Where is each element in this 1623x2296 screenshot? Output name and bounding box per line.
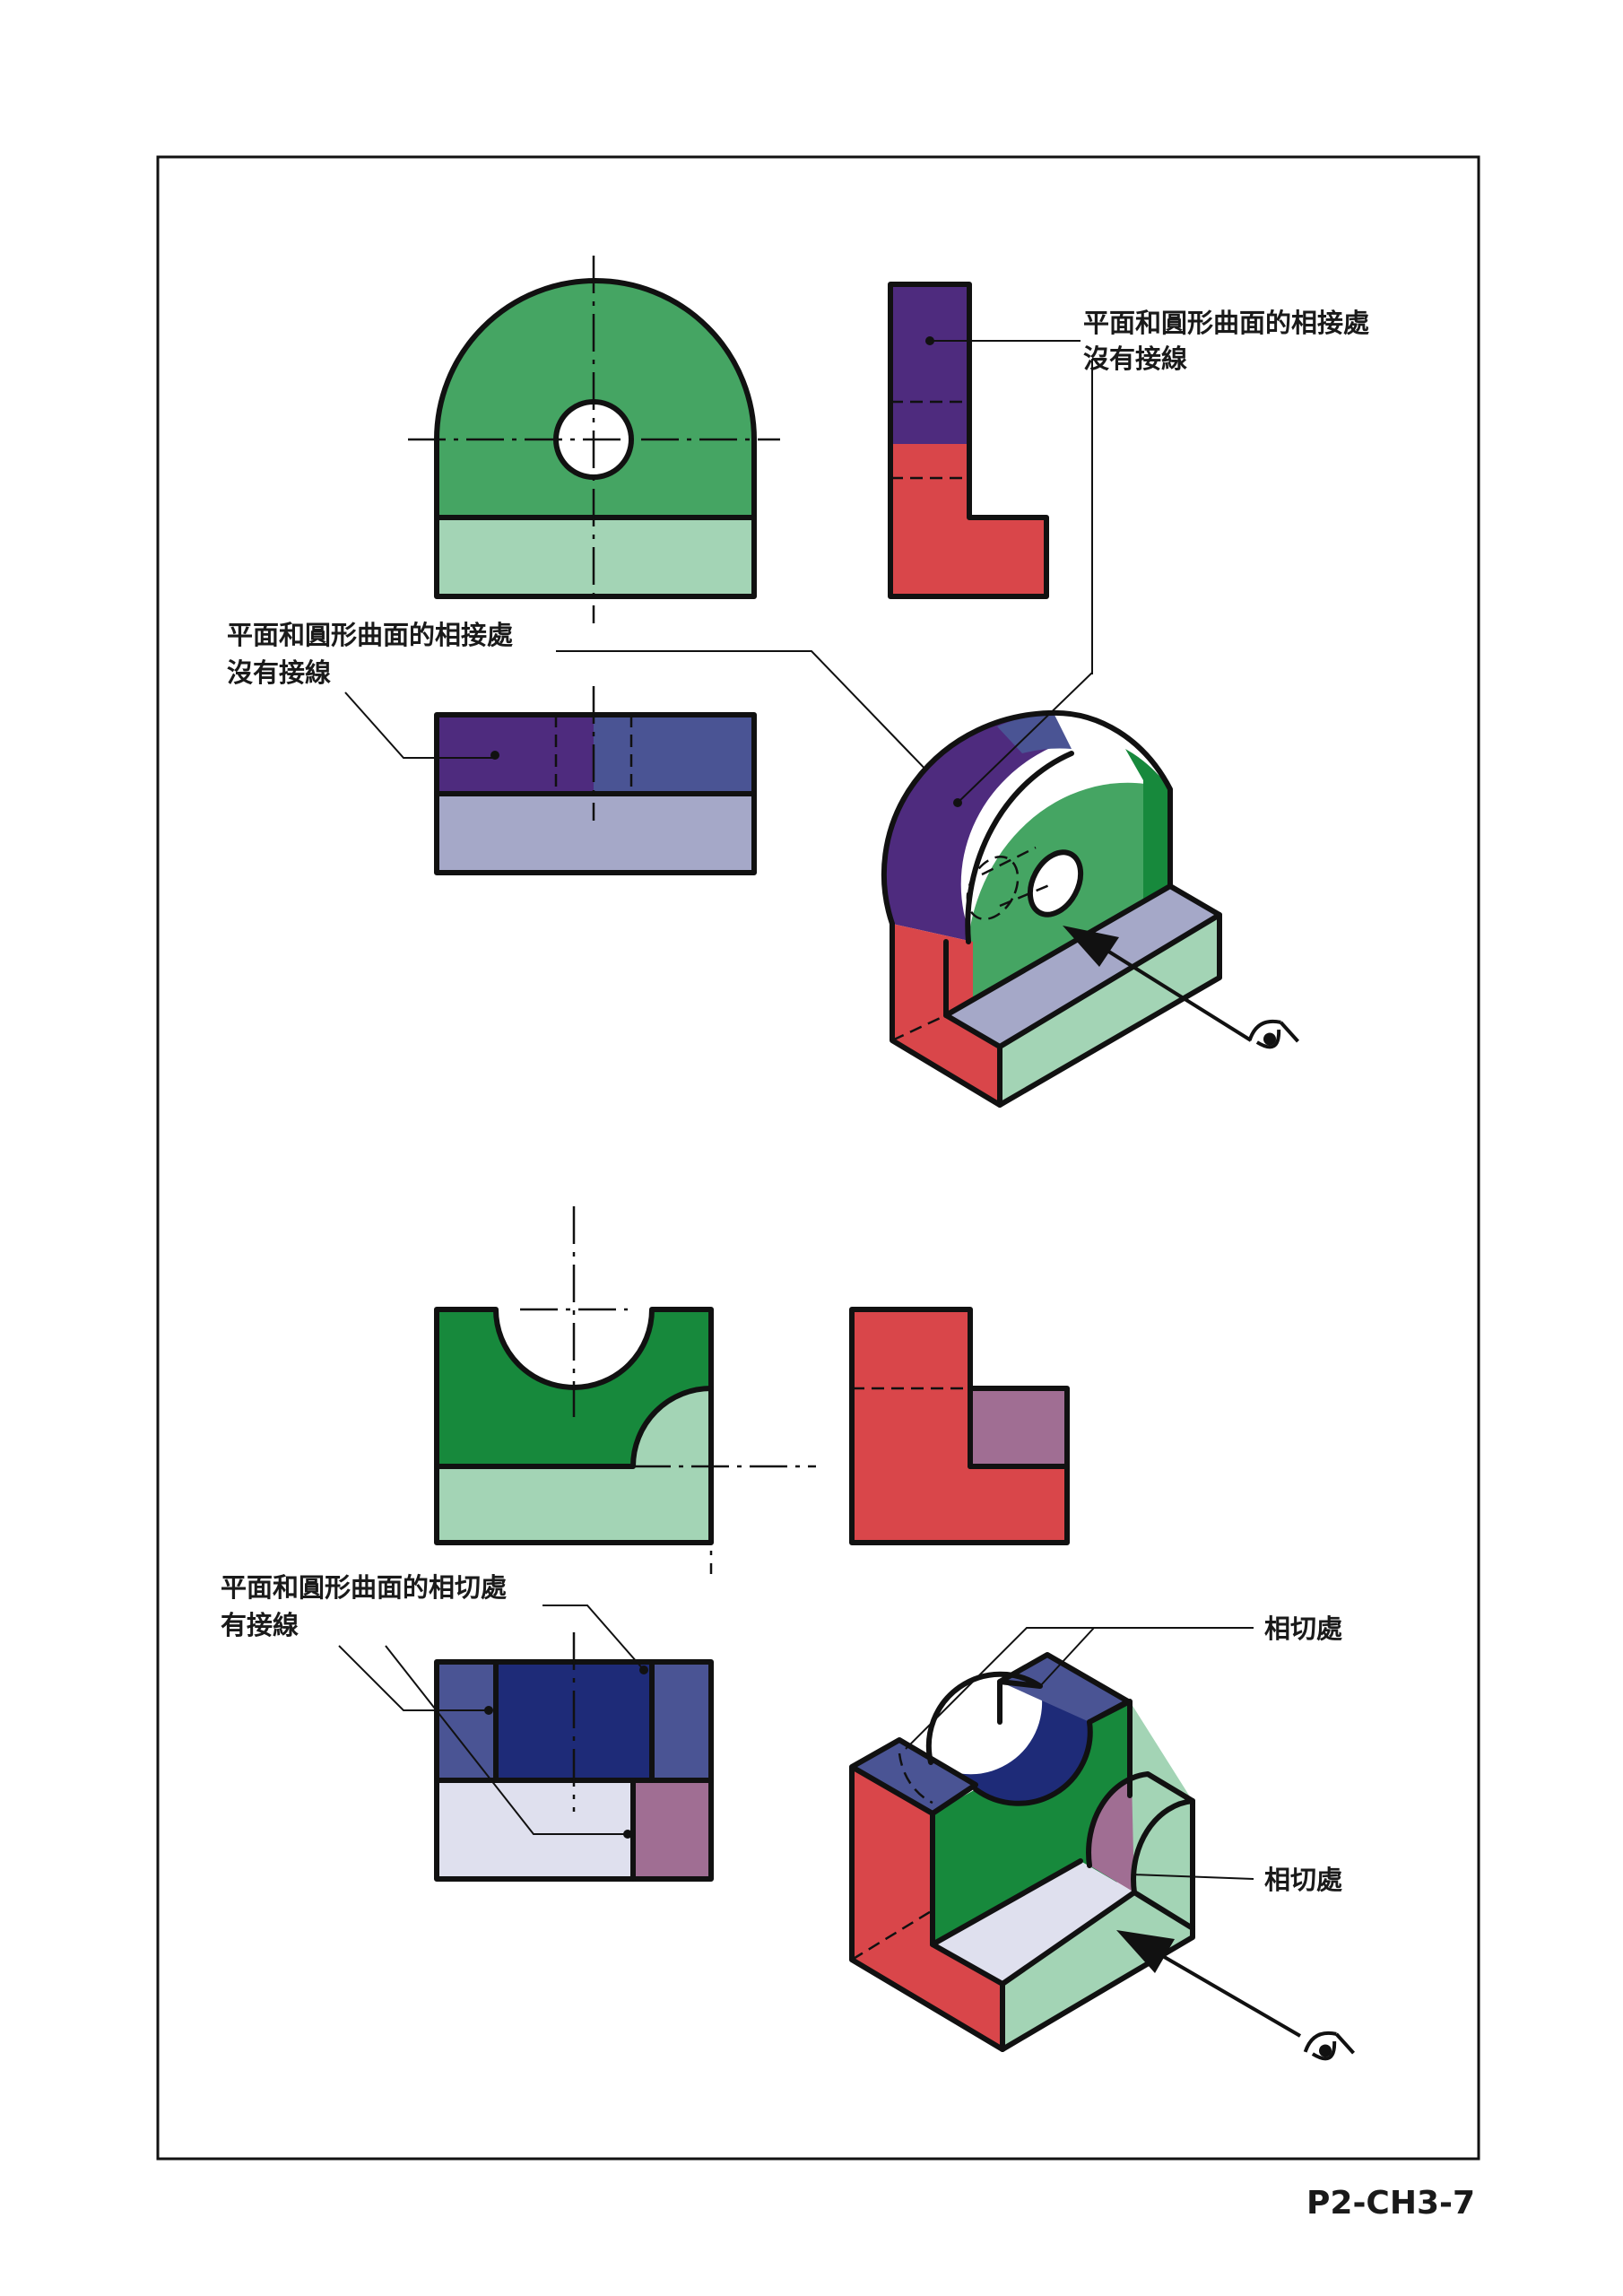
- top-isometric: [881, 359, 1300, 1108]
- tangent-label-lower: 相切處: [1264, 1865, 1342, 1895]
- top-front-base: [434, 515, 757, 599]
- biso-top-strip-right: [1000, 1655, 1128, 1722]
- bottom-isometric: [849, 1627, 1356, 2061]
- iso-base-front: [1000, 915, 1219, 1105]
- top-left-note-line2: 沒有接線: [227, 657, 331, 688]
- page-frame: [156, 155, 1480, 2161]
- tangent-label-upper: 相切處: [1264, 1613, 1342, 1644]
- iso-arch-side: [1125, 749, 1170, 924]
- bottom-plan-pale: [437, 1780, 633, 1879]
- top-front-view: [408, 256, 780, 623]
- bottom-front-lightgreen: [437, 1388, 711, 1543]
- top-plan-base: [437, 794, 754, 873]
- top-right-note-line2: 沒有接線: [1083, 344, 1187, 374]
- page-number: P2-CH3-7: [1306, 2185, 1475, 2222]
- top-plan-view: [434, 686, 757, 875]
- eye-icon: [1303, 2031, 1356, 2061]
- biso-floor: [933, 1861, 1134, 1984]
- bottom-plan-blue-left: [437, 1662, 496, 1780]
- bottom-left-note-line2: 有接線: [221, 1610, 299, 1640]
- bottom-front-view: [434, 1206, 816, 1574]
- top-side-purple-band: [890, 284, 969, 444]
- eye-icon: [1247, 1019, 1300, 1049]
- iso-hole: [1027, 849, 1084, 918]
- top-side-view: [888, 282, 1081, 599]
- top-right-note-line1: 平面和圓形曲面的相接處: [1083, 308, 1369, 338]
- biso-left-face: [852, 1767, 1002, 2049]
- biso-lower-front: [1002, 1892, 1193, 2049]
- bottom-side-mauve: [970, 1388, 1067, 1466]
- bottom-plan-blue-right: [652, 1662, 711, 1780]
- top-plan-purple: [437, 715, 594, 794]
- bottom-plan-view: [434, 1632, 714, 1882]
- top-side-red-part: [890, 444, 1046, 596]
- bottom-plan-mauve: [633, 1780, 711, 1879]
- iso-base-top: [946, 886, 1219, 1047]
- bottom-left-note-line1: 平面和圓形曲面的相切處: [221, 1572, 507, 1603]
- biso-top-strip-left: [852, 1740, 976, 1813]
- top-plan-blue: [594, 715, 754, 794]
- top-side-outline: [888, 282, 1049, 599]
- bottom-side-red: [852, 1309, 1067, 1543]
- top-front-arch: [434, 278, 757, 520]
- bottom-side-view: [849, 1307, 1070, 1545]
- biso-navy-cut: [931, 1686, 1090, 1804]
- iso-curved-top-blue: [997, 713, 1072, 753]
- top-left-note-line1: 平面和圓形曲面的相接處: [227, 620, 513, 650]
